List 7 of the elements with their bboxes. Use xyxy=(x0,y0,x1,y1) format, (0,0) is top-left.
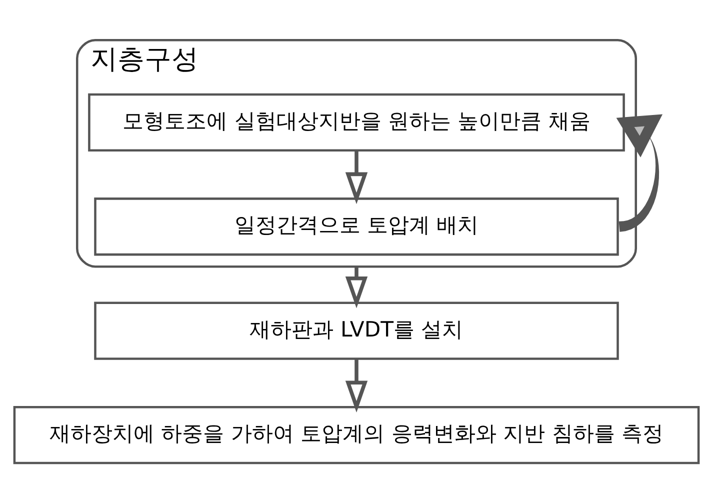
node-box: 재하장치에 하중을 가하여 토압계의 응력변화와 지반 침하를 측정 xyxy=(13,406,700,464)
arrow xyxy=(345,266,368,308)
node-box: 일정간격으로 토압계 배치 xyxy=(94,198,619,256)
node-box: 재하판과 LVDT를 설치 xyxy=(94,302,619,360)
node-box: 모형토조에 실험대상지반을 원하는 높이만큼 채움 xyxy=(88,93,625,152)
arrow xyxy=(345,358,368,412)
arrow xyxy=(345,150,368,204)
